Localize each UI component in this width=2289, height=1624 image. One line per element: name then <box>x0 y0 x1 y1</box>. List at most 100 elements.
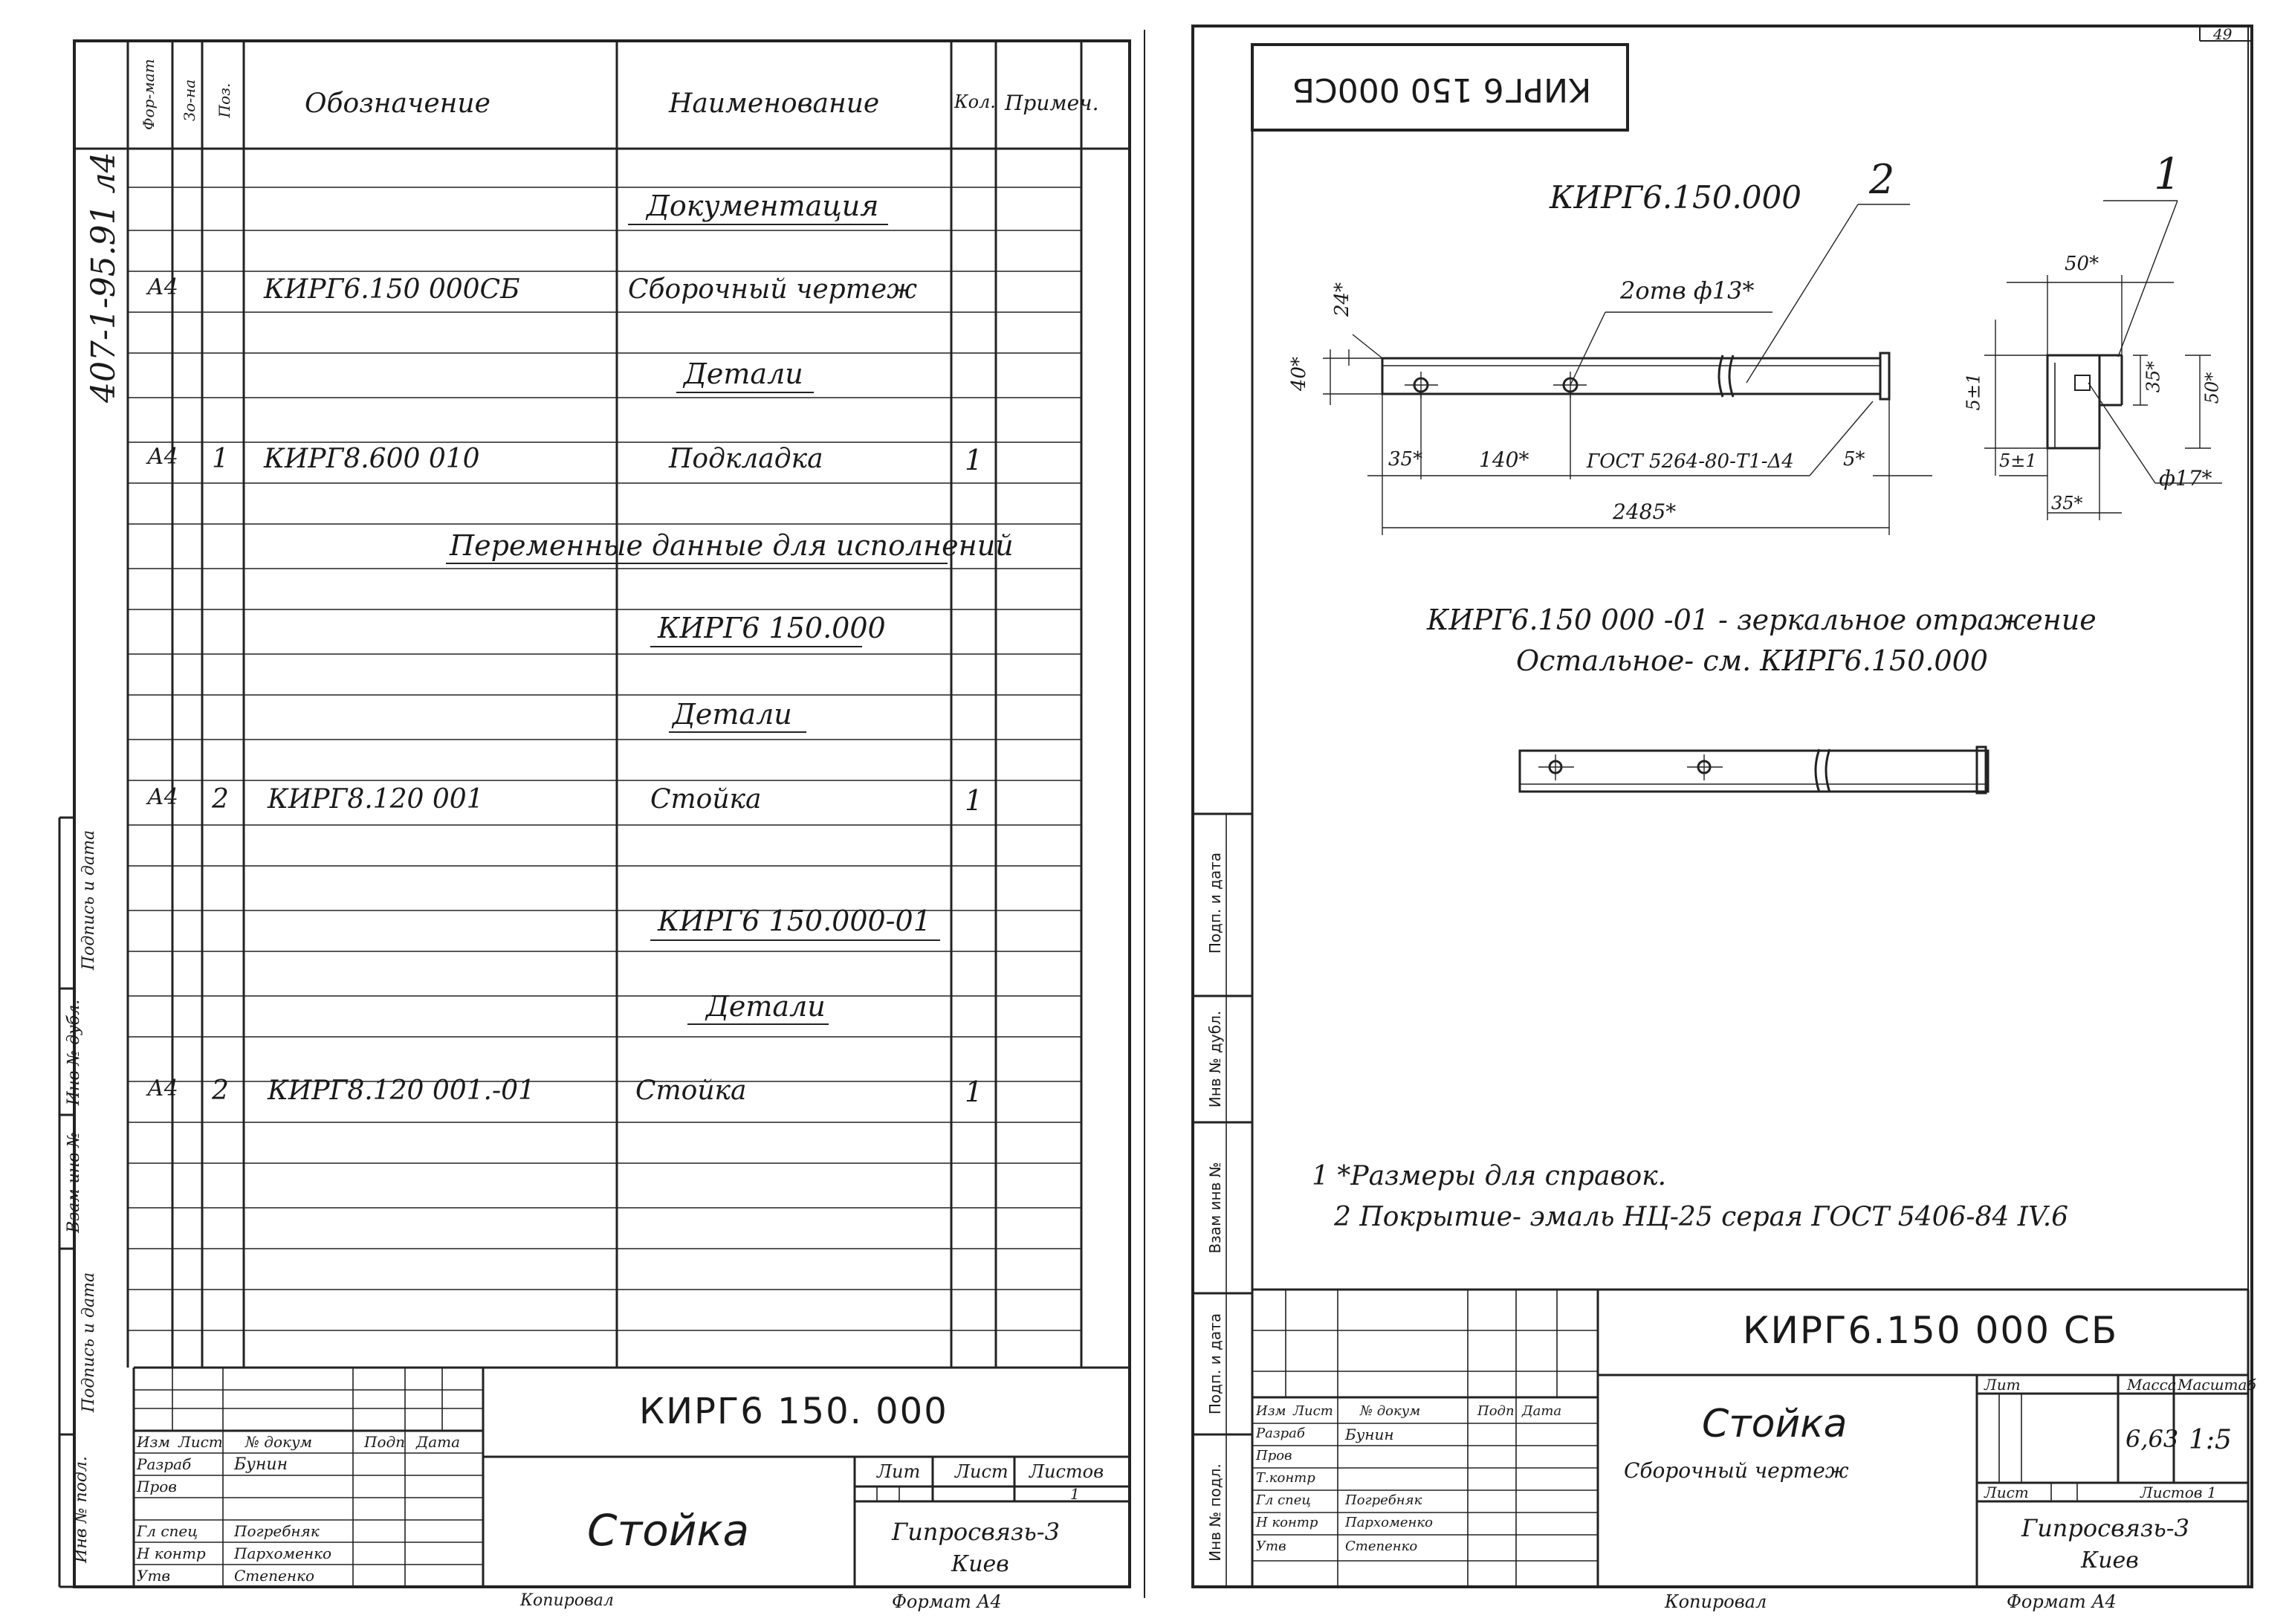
spec-row-designation: КИРГ6.150 000СБ <box>264 274 520 305</box>
spec-row-format: А4 <box>147 784 178 810</box>
right-city: Киев <box>2081 1547 2139 1573</box>
dim-50b: 50* <box>2201 372 2223 404</box>
right-doc-subtitle: Сборочный чертеж <box>1624 1458 1849 1483</box>
left-role-name: Пархоменко <box>234 1544 332 1562</box>
callout-2: 2 <box>1869 156 1895 203</box>
right-head-date: Дата <box>1522 1403 1562 1419</box>
left-head-sheet: Лист <box>178 1433 223 1451</box>
left-head-change: Изм <box>137 1433 170 1451</box>
right-doc-title: Стойка <box>1702 1402 1848 1446</box>
left-role: Разраб <box>137 1455 192 1473</box>
spec-row-designation: КИРГ8.600 010 <box>264 444 480 474</box>
right-role-name: Пархоменко <box>1345 1515 1433 1530</box>
left-role: Н контр <box>137 1544 206 1562</box>
right-footer-copy: Копировал <box>1665 1591 1767 1612</box>
col-qty-header: Кол. <box>954 91 996 112</box>
left-role: Пров <box>137 1478 177 1495</box>
dim-gost: ГОСТ 5264-80-Т1-Δ4 <box>1587 450 1794 473</box>
col-pos-header: Поз. <box>216 83 233 118</box>
left-sheets-value: 1 <box>1070 1485 1080 1503</box>
left-role-name: Степенко <box>234 1567 314 1585</box>
right-role: Гл спец <box>1256 1492 1311 1508</box>
spec-row-name: КИРГ6 150.000 <box>658 612 886 644</box>
right-mass-value: 6,63 <box>2126 1425 2179 1453</box>
spec-row-name: Детали <box>706 990 826 1023</box>
left-footer-copy: Копировал <box>520 1591 614 1610</box>
spec-row-name: Сборочный чертеж <box>628 274 918 305</box>
spec-row-name: Стойка <box>635 1075 747 1106</box>
note-1: 1 *Размеры для справок. <box>1312 1161 1667 1191</box>
right-sheets-label: Листов 1 <box>2140 1484 2217 1501</box>
left-head-date: Дата <box>416 1433 461 1451</box>
spec-row-format: А4 <box>147 444 178 470</box>
spec-row-designation: КИРГ8.120 001.-01 <box>268 1075 535 1106</box>
spec-row-pos: 1 <box>212 444 229 474</box>
right-head-docno: № докум <box>1360 1403 1421 1419</box>
left-role-name: Погребняк <box>234 1522 320 1540</box>
callout-1: 1 <box>2154 149 2181 199</box>
left-side-label: Инв № дубл. <box>65 999 83 1106</box>
spec-row-qty: 1 <box>965 784 983 817</box>
left-sheets-label: Листов <box>1029 1461 1104 1482</box>
dim-5pm1a: 5±1 <box>1963 372 1984 411</box>
note-2: 2 Покрытие- эмаль НЦ-25 серая ГОСТ 5406-… <box>1334 1202 2069 1232</box>
spec-row-designation: КИРГ8.120 001 <box>268 784 484 815</box>
spec-row-name: Переменные данные для исполнений <box>450 529 1014 562</box>
spec-row-format: А4 <box>147 1075 178 1101</box>
spec-row-name: Документация <box>647 190 879 222</box>
spec-row-qty: 1 <box>965 444 983 476</box>
right-scale-label: Масштаб <box>2178 1376 2256 1394</box>
page-number: 49 <box>2213 25 2233 43</box>
right-org: Гипросвязь-3 <box>2021 1514 2189 1542</box>
left-side-code: 407-1-95.91 л4 <box>85 152 123 403</box>
dim-24: 24* <box>1331 282 1354 317</box>
spec-row-qty: 1 <box>965 1075 983 1108</box>
dim-5: 5* <box>1843 448 1865 470</box>
left-footer-format: Формат А4 <box>892 1591 1002 1612</box>
variant-line-1: КИРГ6.150 000 -01 - зеркальное отражение <box>1427 604 2097 636</box>
right-lit-label: Лит <box>1984 1376 2021 1394</box>
right-side-label: Инв № подл. <box>1206 1463 1224 1562</box>
dim-17: ф17* <box>2159 466 2212 491</box>
spec-row-pos: 2 <box>212 784 229 815</box>
left-head-docno: № докум <box>245 1433 313 1451</box>
right-head-change: Изм <box>1256 1403 1286 1419</box>
right-footer-format: Формат А4 <box>2007 1591 2117 1612</box>
right-head-sheet: Лист <box>1293 1403 1333 1419</box>
right-role: Разраб <box>1256 1426 1305 1441</box>
spec-row-name: Детали <box>684 358 803 390</box>
right-role-name: Степенко <box>1345 1539 1418 1554</box>
right-sheet-label: Лист <box>1984 1484 2029 1501</box>
dim-2485: 2485* <box>1613 499 1677 524</box>
right-scale-value: 1:5 <box>2189 1425 2232 1455</box>
right-role: Пров <box>1256 1448 1292 1463</box>
right-role: Т.контр <box>1256 1470 1315 1486</box>
spec-row-format: А4 <box>147 274 178 300</box>
left-head-sign: Подп <box>364 1433 406 1451</box>
col-zone-header: Зо-на <box>181 79 198 122</box>
right-role: Утв <box>1256 1539 1286 1554</box>
left-role: Утв <box>137 1567 171 1585</box>
left-doc-code: КИРГ6 150. 000 <box>639 1391 948 1432</box>
drawing-title: КИРГ6.150.000 <box>1550 179 1801 216</box>
left-org: Гипросвязь-3 <box>892 1518 1060 1546</box>
spec-row-name: КИРГ6 150.000-01 <box>658 905 931 937</box>
right-side-label: Взам инв № <box>1206 1162 1224 1254</box>
spec-row-name: Стойка <box>650 784 762 815</box>
left-side-label: Инв № подл. <box>72 1456 91 1563</box>
dim-35c: 35* <box>2051 493 2083 514</box>
left-doc-title: Стойка <box>587 1505 750 1556</box>
left-side-label: Подпись и дата <box>80 829 98 971</box>
left-role-name: Бунин <box>234 1455 288 1474</box>
left-side-label: Взам инв № <box>65 1132 83 1233</box>
right-role-name: Бунин <box>1345 1426 1394 1443</box>
col-format-header: Фор-мат <box>140 59 158 130</box>
left-city: Киев <box>951 1551 1009 1577</box>
col-name-header: Наименование <box>669 88 880 119</box>
mirrored-stamp: КИРГ6 150 000СБ <box>1292 71 1592 109</box>
dim-140: 140* <box>1479 447 1529 472</box>
spec-row-pos: 2 <box>212 1075 229 1106</box>
right-side-label: Инв № дубл. <box>1206 1010 1224 1108</box>
right-role-name: Погребняк <box>1345 1492 1422 1508</box>
